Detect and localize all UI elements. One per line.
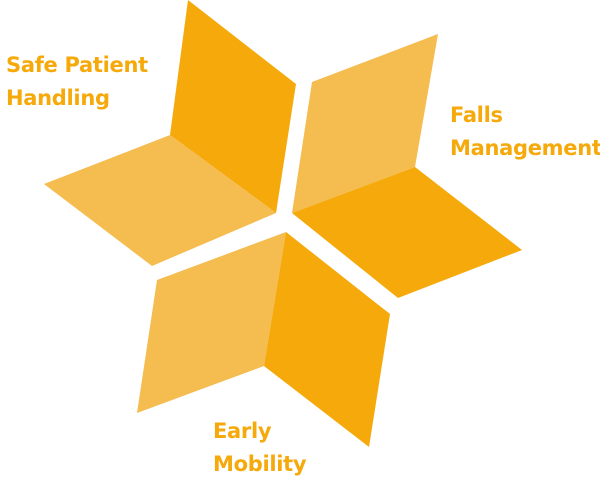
label-early-line1: Early: [213, 419, 272, 443]
petal-right-light: [292, 34, 438, 213]
label-safe-line1: Safe Patient: [6, 53, 148, 77]
label-falls-management: Falls Management: [450, 99, 600, 165]
label-safe-line2: Handling: [6, 86, 110, 110]
label-early-mobility: Early Mobility: [213, 415, 307, 481]
label-early-line2: Mobility: [213, 452, 307, 476]
petal-bottom-light: [137, 232, 286, 413]
petal-right-dark: [292, 167, 522, 298]
petal-top-left-light: [44, 135, 276, 266]
label-falls-line1: Falls: [450, 103, 503, 127]
label-falls-line2: Management: [450, 136, 600, 160]
label-safe-patient-handling: Safe Patient Handling: [6, 49, 148, 115]
petal-bottom-dark: [264, 232, 390, 447]
petal-top-left-dark: [170, 0, 296, 213]
